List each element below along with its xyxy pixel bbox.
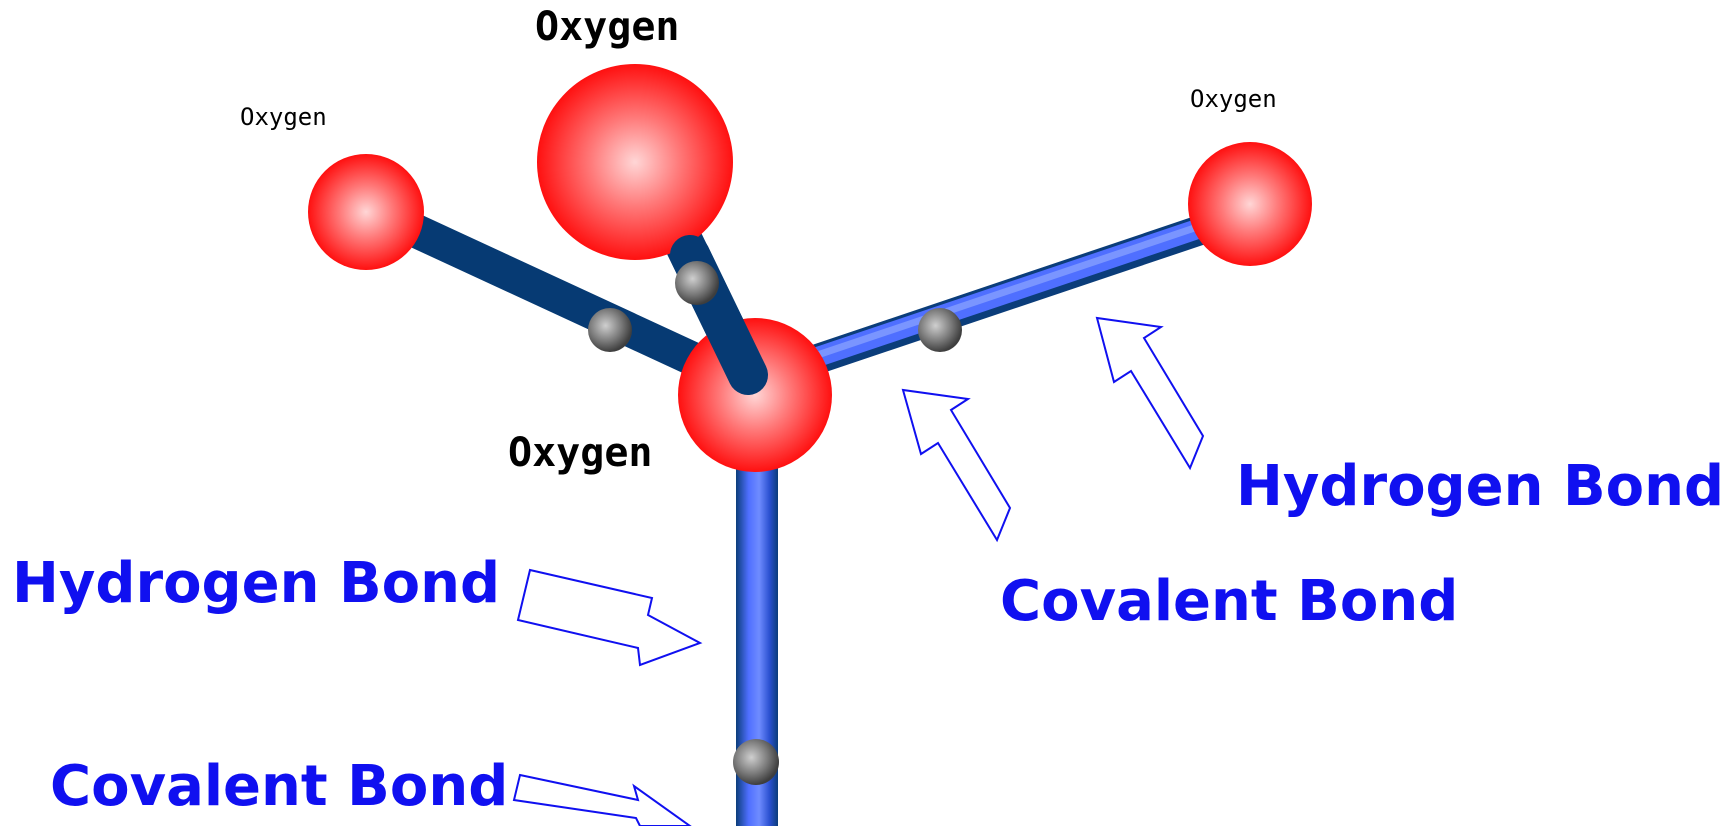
bond-right-stick [765,200,1250,390]
label-oxygen-top: Oxygen [535,4,680,50]
arrow-hydrogen-bond-left-icon [516,568,703,667]
label-oxygen-center: Oxygen [508,430,653,476]
hydrogen-atom-bottom [733,739,779,785]
oxygen-atom-right [1188,142,1312,266]
hydrogen-atom-left [588,308,632,352]
label-hydrogen-bond-left: Hydrogen Bond [12,551,500,616]
label-oxygen-right: Oxygen [1190,85,1277,113]
oxygen-atom-center [678,318,832,472]
label-oxygen-left: Oxygen [240,103,327,131]
label-hydrogen-bond-right: Hydrogen Bond [1236,454,1724,519]
arrow-covalent-bond-right-icon [901,388,1012,543]
hydrogen-atom-right [918,308,962,352]
oxygen-atom-left [308,154,424,270]
label-covalent-bond-right: Covalent Bond [1000,569,1458,634]
oxygen-atom-top [537,64,733,260]
hydrogen-atom-top [675,261,719,305]
arrow-covalent-bond-left-icon [512,773,692,826]
arrow-hydrogen-bond-right-icon [1095,316,1205,471]
label-covalent-bond-left: Covalent Bond [50,754,508,819]
